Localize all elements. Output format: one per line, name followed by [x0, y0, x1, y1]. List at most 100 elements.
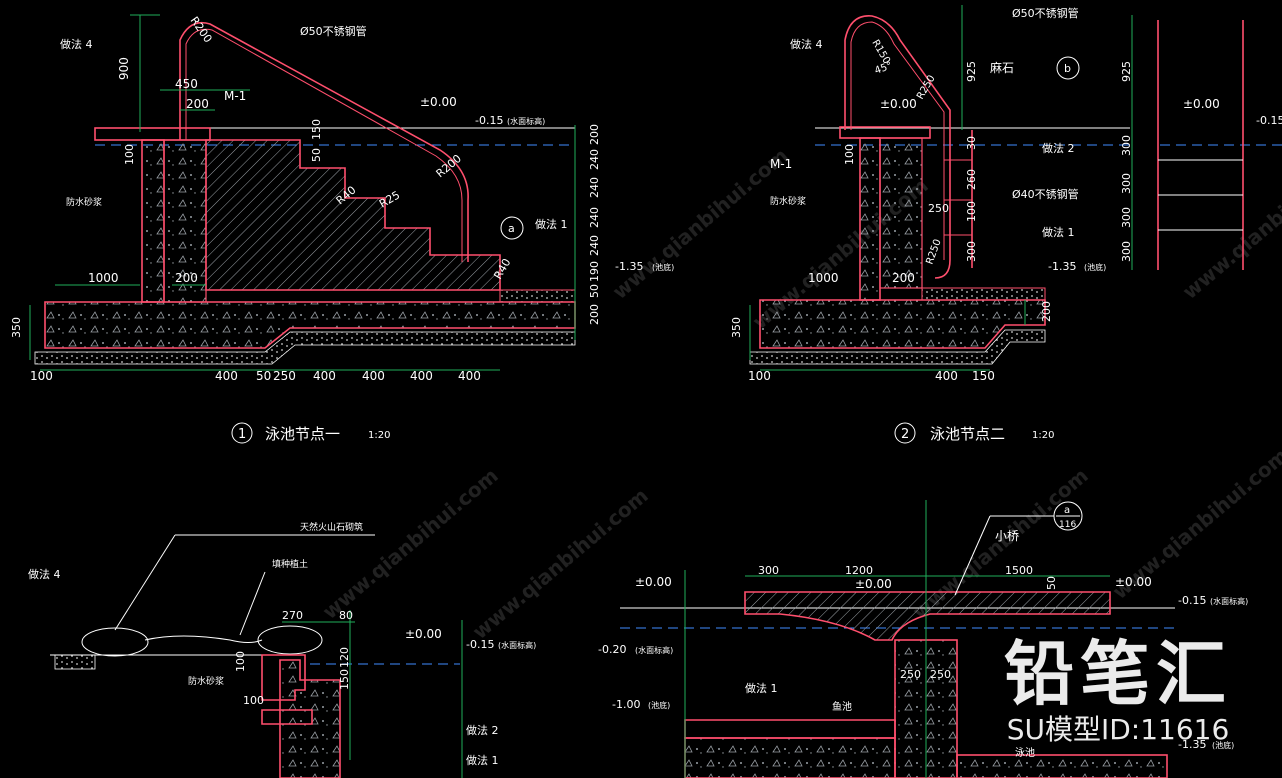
radius-label: R250 [924, 238, 943, 266]
waterproof-label: 防水砂浆 [66, 196, 102, 208]
dim-text: 150 [338, 669, 351, 690]
pool-wall-inner [879, 137, 923, 289]
svg-text:300: 300 [1120, 207, 1133, 228]
level-note: (池底) [648, 700, 670, 710]
volcanic-rock [257, 625, 323, 655]
method-label: 做法 4 [790, 37, 823, 51]
level-note: (池底) [652, 262, 674, 272]
level-note: (水面标高) [1210, 596, 1248, 606]
d1-right-dims: 200 240 240 240 240 190 50 200 [588, 124, 601, 325]
level-note: (池底) [1212, 740, 1234, 750]
tag-circle [500, 216, 524, 240]
detail-number-circle [231, 422, 253, 444]
svg-text:250: 250 [273, 369, 296, 383]
detail-title: 泳池节点一 [265, 425, 340, 443]
edge-block [261, 654, 306, 701]
watermark-text: www.qianbihui.com [1178, 143, 1282, 304]
watermark-text: www.qianbihui.com [468, 483, 653, 644]
detail-2: 做法 4 Ø50不锈钢管 麻石 b ±0.00 ±0.00 -0.15 M-1 … [730, 5, 1282, 444]
svg-text:30: 30 [965, 136, 978, 150]
level-label: ±0.00 [1115, 575, 1152, 589]
angle-label: 45° [873, 60, 893, 76]
method-label: 做法 2 [1042, 141, 1075, 155]
brand-id: SU模型ID:11616 [1006, 713, 1230, 746]
floor-finish [499, 289, 576, 303]
planting-soil [144, 635, 263, 643]
method-label: 做法 1 [535, 217, 568, 231]
dim-text: 250 [930, 668, 951, 681]
detail-title: 泳池节点二 [930, 425, 1005, 443]
m1-label: M-1 [224, 89, 246, 103]
svg-text:400: 400 [215, 369, 238, 383]
dim-text: 200 [175, 271, 198, 285]
method-label: 做法 1 [466, 753, 499, 767]
detail-number: 2 [901, 427, 909, 442]
svg-text:240: 240 [588, 149, 601, 170]
svg-text:50: 50 [256, 369, 271, 383]
method-label: 做法 1 [745, 681, 778, 695]
level-label: -0.15 [1256, 114, 1282, 127]
level-note: (水面标高) [498, 640, 536, 650]
fishpond-slab [684, 737, 896, 778]
fishpond-label: 鱼池 [832, 700, 852, 713]
dim-text: 250 [900, 668, 921, 681]
handrail-inner [185, 28, 463, 262]
dim-text: 900 [117, 57, 131, 80]
brand-watermark: 铅笔汇 SU模型ID:11616 [1004, 634, 1232, 746]
level-label: ±0.00 [420, 95, 457, 109]
svg-text:150: 150 [972, 369, 995, 383]
level-label: -0.15 [466, 638, 494, 651]
tag-circle [1056, 56, 1080, 80]
method-label: 做法 2 [466, 723, 499, 737]
bridge-slab [744, 591, 1111, 641]
ledge [261, 709, 313, 725]
dim-text: 50 [310, 148, 323, 162]
svg-text:250: 250 [928, 202, 949, 215]
ladder-rail [844, 15, 951, 279]
svg-text:200: 200 [1040, 301, 1053, 322]
dim-text: 300 [758, 564, 779, 577]
svg-text:100: 100 [30, 369, 53, 383]
volcanic-rock [81, 627, 149, 657]
dim-text: 1500 [1005, 564, 1033, 577]
rockwall-label: 天然火山石砌筑 [300, 521, 363, 533]
svg-text:50: 50 [588, 284, 601, 298]
tag-text: 116 [1059, 520, 1076, 530]
level-label: -1.00 [612, 698, 640, 711]
level-label: -1.35 [1178, 738, 1206, 751]
handrail [179, 21, 469, 262]
svg-text:300: 300 [1120, 135, 1133, 156]
dim-text: 150 [310, 119, 323, 140]
floor-finish [921, 287, 1046, 301]
gravel-base [749, 329, 1046, 365]
pipe-label: Ø40不锈钢管 [1012, 187, 1079, 201]
watermark-text: www.qianbihui.com [608, 143, 793, 304]
svg-text:400: 400 [935, 369, 958, 383]
svg-text:350: 350 [730, 317, 743, 338]
stone-label: 麻石 [990, 60, 1014, 75]
detail-number: 1 [238, 427, 246, 442]
dim-text: 270 [282, 609, 303, 622]
svg-text:200: 200 [588, 304, 601, 325]
svg-text:400: 400 [362, 369, 385, 383]
dim-text: 100 [234, 651, 247, 672]
method-label: 做法 4 [28, 567, 61, 581]
soil-label: 填种植土 [272, 558, 308, 570]
level-label: -1.35 [1048, 260, 1076, 273]
svg-text:100: 100 [843, 144, 856, 165]
dim-text: 100 [243, 694, 264, 707]
level-label: ±0.00 [1183, 97, 1220, 111]
svg-text:300: 300 [965, 241, 978, 262]
coping-stone [94, 127, 211, 141]
svg-text:260: 260 [965, 169, 978, 190]
gravel-base [34, 331, 576, 365]
coping-stone [839, 126, 931, 139]
svg-text:240: 240 [588, 207, 601, 228]
svg-text:400: 400 [410, 369, 433, 383]
tag-text: b [1064, 62, 1071, 75]
dim-text: 120 [338, 647, 351, 668]
level-label: -0.15 [475, 114, 503, 127]
level-note: (水面标高) [635, 645, 673, 655]
pipe-label: Ø50不锈钢管 [300, 24, 367, 38]
level-label: ±0.00 [635, 575, 672, 589]
